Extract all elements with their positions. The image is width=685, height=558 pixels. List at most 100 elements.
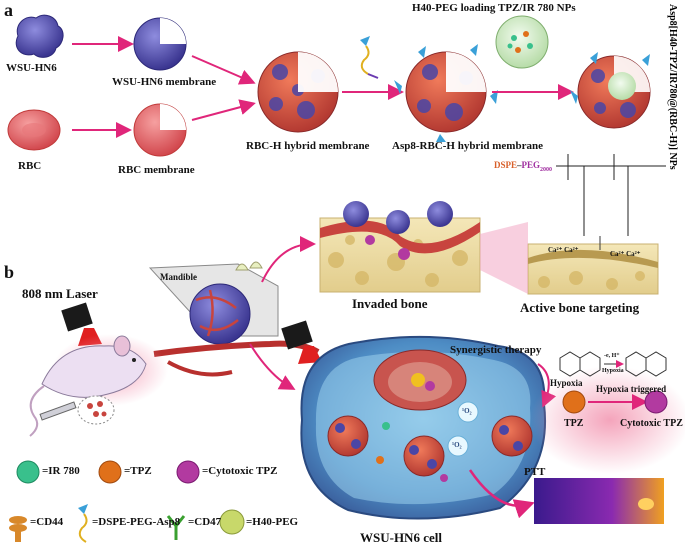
legend-tpz-label: =TPZ: [124, 465, 152, 477]
active-targeting-label: Active bone targeting: [520, 300, 640, 315]
wsu-membrane-cut: [160, 18, 186, 44]
injection-particles: [87, 401, 107, 417]
np-cargo: [507, 31, 533, 53]
bone-pores-1: [328, 235, 468, 287]
invaded-nps: [343, 201, 453, 260]
legend-cytotoxic-swatch: [176, 460, 200, 484]
cell-purple-dot-1: [440, 474, 448, 482]
mouse-eye: [132, 358, 136, 362]
teeth: [235, 261, 263, 271]
ros-label-2: ¹O₂: [452, 441, 462, 449]
wsu-hn6-cell-shape: [15, 14, 64, 58]
legend-tpz-swatch: [98, 460, 122, 484]
calcium-label-a: Ca²⁺ Ca²⁺: [548, 246, 579, 254]
cell-np-1: [327, 415, 369, 457]
asp8-chem-structure: [556, 154, 666, 236]
legend-cd44-label: =CD44: [30, 516, 64, 528]
ptt-label: PTT: [524, 466, 546, 478]
cytotoxic-tpz-sphere: [644, 390, 668, 414]
laser-device-left: [61, 302, 93, 332]
large-cell-inner: [315, 351, 531, 505]
ros-label-1: ¹O₂: [462, 407, 472, 415]
legend-cd44-icon: [9, 516, 27, 542]
syringe-icon: [39, 401, 77, 421]
arrow-to-invaded-bone: [261, 236, 316, 283]
final-blue-patches: [591, 69, 636, 118]
blood-vessel-branch: [167, 360, 233, 377]
nucleolus-yellow: [411, 373, 425, 387]
cell-np-2: [403, 435, 445, 477]
laser-device-right: [281, 320, 313, 350]
ros-bubble-2: [447, 435, 469, 457]
cell-ir780-dot-1: [382, 422, 390, 430]
wsu-hn6-label: WSU-HN6: [6, 62, 57, 74]
calcium-label-b: Ca²⁺ Ca²⁺: [610, 250, 641, 258]
tpz-sphere: [562, 390, 586, 414]
cell-np-3: [491, 415, 533, 457]
active-bone-surface: [528, 249, 658, 268]
legend-h40-label: =H40-PEG: [246, 516, 299, 528]
np-sphere: [495, 15, 549, 69]
final-np-spikes: [570, 52, 650, 104]
hypoxia-triggered-label: Hypoxia triggered: [596, 384, 667, 394]
chem-dspe-peg: DSPE–PEG2000: [494, 160, 553, 173]
legend-cd47-label: =CD47: [188, 516, 222, 528]
legend-ir780-swatch: [16, 460, 40, 484]
wsu-membrane-label: WSU-HN6 membrane: [112, 76, 217, 88]
np-title-label: H40-PEG loading TPZ/IR 780 NPs: [412, 2, 576, 14]
mandible-tumor: [189, 283, 251, 345]
chem-peg-sub: 2000: [540, 166, 553, 173]
reaction-bottom-label: Hypoxia: [602, 368, 624, 374]
tpz-chem-structure: [559, 351, 667, 377]
arrow-to-cell: [249, 343, 296, 390]
laser-beam-right: [298, 346, 322, 364]
legend-dspe-peg-asp8-icon: [78, 504, 88, 543]
asp8-ligand-icon: [360, 36, 379, 79]
cytotoxic-tpz-label: Cytotoxic TPZ: [620, 418, 683, 429]
chem-dspe: DSPE: [494, 160, 518, 170]
ptt-hotspot: [638, 498, 654, 510]
active-bone-pores: [538, 271, 645, 290]
rbc-membrane-cut: [160, 104, 186, 130]
final-np-label: Asp8[H40-TPZ/IR780@(RBC-H)] NPs: [667, 4, 678, 170]
injection-zoom: [77, 395, 115, 425]
hypoxia-label: Hypoxia: [550, 378, 583, 388]
nucleolus-purple: [425, 381, 435, 391]
asp8-spikes: [394, 44, 498, 142]
legend-ir780-label: =IR 780: [42, 465, 80, 477]
arrow-rbc-membrane-to-hybrid: [191, 99, 256, 121]
hybrid-membrane-cut: [298, 52, 338, 92]
invaded-bone-label: Invaded bone: [352, 296, 428, 311]
rbc-center: [22, 123, 46, 137]
chem-peg: PEG: [521, 160, 541, 170]
rbc-membrane-label: RBC membrane: [118, 164, 195, 176]
legend-h40-peg-swatch: [219, 509, 245, 535]
ros-bubble-1: [457, 401, 479, 423]
final-np-core: [608, 72, 636, 100]
tpz-label: TPZ: [564, 418, 584, 429]
cell-tpz-dot-1: [376, 456, 384, 464]
arrow-ptt: [468, 469, 535, 519]
legend-cytotoxic-label: =Cytotoxic TPZ: [202, 465, 278, 477]
asp8-hybrid-cut: [446, 52, 486, 92]
panel-letter-a: a: [4, 0, 13, 20]
mouse-body: [41, 345, 147, 398]
mouse-tail: [29, 385, 45, 437]
legend-cd47-icon: [166, 515, 186, 540]
synergistic-label: Synergistic therapy: [450, 344, 542, 356]
invaded-membrane-band: [320, 220, 480, 254]
legend-dspe-label: =DSPE-PEG-Asp8: [92, 516, 181, 528]
cell-label: WSU-HN6 cell: [360, 530, 442, 545]
mouse-ear: [113, 335, 131, 357]
mandible-tumor-vessels: [195, 289, 239, 337]
laser-label: 808 nm Laser: [22, 286, 98, 301]
panel-letter-b: b: [4, 262, 15, 282]
reaction-top-label: -e, H⁺: [604, 353, 620, 359]
targeting-wedge: [480, 222, 528, 294]
rbc-label: RBC: [18, 160, 42, 172]
blood-vessel-main: [153, 340, 320, 357]
arrow-wsu-membrane-to-hybrid: [191, 55, 256, 85]
asp8-hybrid-label: Asp8-RBC-H hybrid membrane: [392, 140, 543, 152]
mandible-label: Mandible: [160, 272, 198, 282]
